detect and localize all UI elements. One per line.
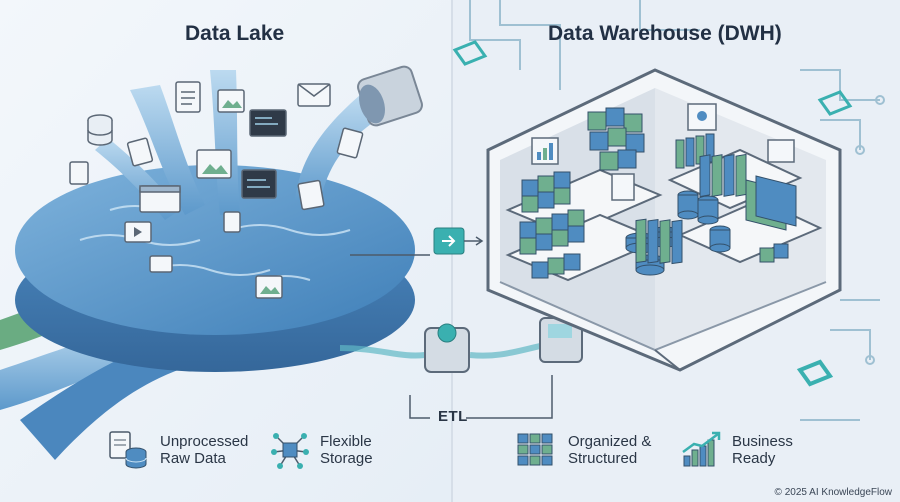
code-window-icon (241, 169, 277, 199)
legend-line: Flexible (320, 433, 372, 450)
document-icon (69, 161, 89, 185)
code-window-icon (139, 185, 181, 213)
envelope-icon (297, 83, 331, 107)
legend-label: Flexible Storage (320, 433, 373, 467)
legend-label: Organized & Structured (568, 433, 651, 467)
legend-business-ready: Business Ready (680, 430, 793, 470)
diagram-icon (767, 139, 795, 163)
document-icon (126, 137, 154, 167)
image-file-icon (196, 149, 232, 179)
legend-line: Unprocessed (160, 433, 249, 450)
legend-unprocessed-raw-data: Unprocessed Raw Data (108, 430, 248, 470)
chain-link-icon (796, 359, 834, 387)
legend-organized-structured: Organized & Structured (516, 430, 651, 470)
legend-line: Raw Data (160, 450, 226, 467)
chain-link-icon (452, 40, 488, 66)
legend-label: Business Ready (732, 433, 793, 467)
document-icon (149, 255, 173, 273)
document-icon (223, 211, 241, 233)
etl-connector (350, 227, 484, 256)
etl-label: ETL (438, 408, 468, 425)
copyright-notice: © 2025 AI KnowledgeFlow (774, 487, 892, 498)
data-lake-title: Data Lake (185, 22, 285, 45)
database-icon (87, 114, 113, 146)
data-warehouse-title: Data Warehouse (DWH) (548, 22, 782, 45)
image-file-icon (217, 89, 245, 113)
chain-link-icon (817, 90, 853, 116)
growth-chart-icon (682, 431, 721, 467)
legend-line: Structured (568, 450, 638, 467)
raw-data-icon (109, 431, 147, 469)
code-window-icon (249, 109, 287, 137)
legend-flexible-storage: Flexible Storage (268, 430, 373, 470)
document-icon (175, 81, 201, 113)
play-file-icon (124, 221, 152, 243)
document-icon (297, 179, 325, 211)
flexible-storage-icon (271, 433, 309, 469)
floating-files (69, 81, 364, 299)
incoming-stream (130, 85, 205, 215)
warehouse-building (486, 68, 842, 372)
image-file-icon (255, 275, 283, 299)
legend-line: Ready (732, 450, 776, 467)
document-icon (336, 127, 364, 159)
grid-icon (517, 433, 553, 466)
lake-surface (15, 165, 415, 335)
legend-label: Unprocessed Raw Data (160, 433, 248, 467)
circuit-lines (469, 0, 885, 421)
legend-line: Organized & (568, 433, 652, 450)
legend-line: Business (732, 433, 793, 450)
legend-line: Storage (320, 450, 373, 467)
